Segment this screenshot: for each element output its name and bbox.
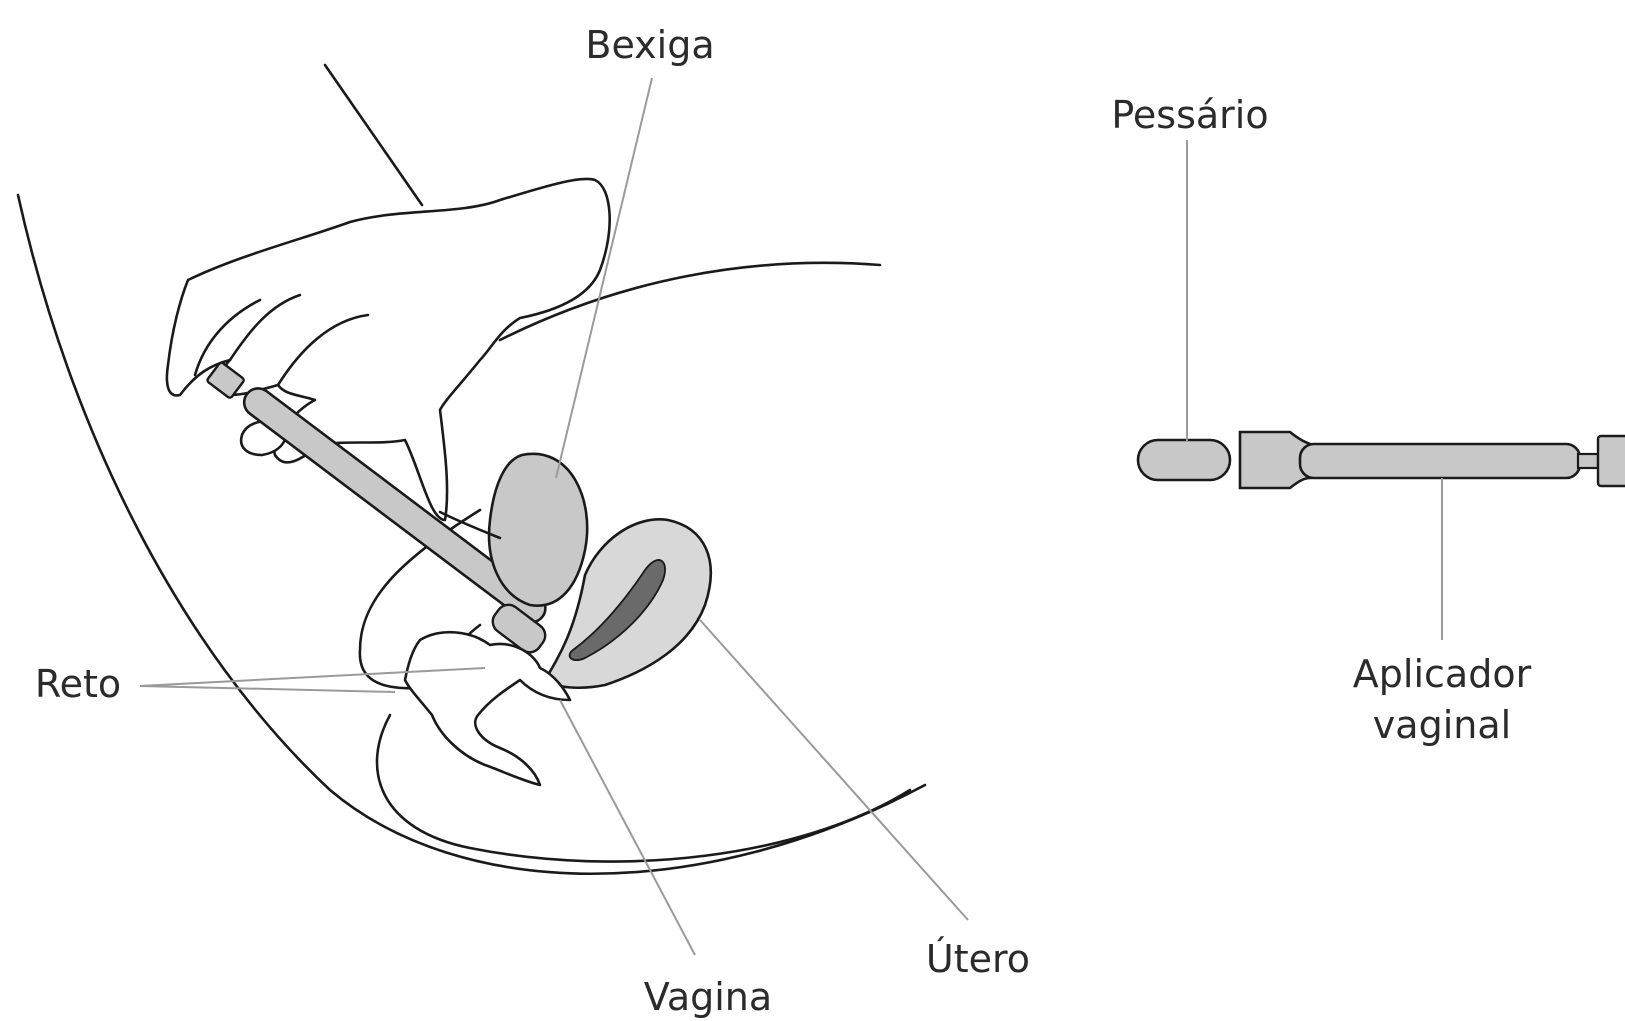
arm-line — [325, 65, 422, 205]
applicator-plunger-stem — [1578, 454, 1598, 468]
leader-rectum-2 — [140, 686, 395, 692]
rectum-shape — [405, 632, 570, 785]
bladder-shape — [489, 454, 587, 606]
label-vagina: Vagina — [644, 975, 772, 1019]
pessary-shape — [1138, 440, 1230, 480]
applicator-detail: Aplicador vaginal — [1240, 432, 1625, 747]
label-applicator-line2: vaginal — [1373, 703, 1511, 747]
applicator-plunger-head — [1598, 436, 1625, 486]
leader-vagina — [560, 700, 695, 955]
label-bladder: Bexiga — [585, 23, 714, 67]
label-rectum: Reto — [35, 662, 121, 706]
label-pessary: Pessário — [1111, 93, 1268, 137]
pessary-detail: Pessário — [1111, 93, 1268, 480]
leader-uterus — [700, 620, 968, 920]
applicator-barrel — [1300, 444, 1580, 478]
label-applicator-line1: Aplicador — [1353, 652, 1532, 696]
label-uterus: Útero — [926, 937, 1030, 981]
